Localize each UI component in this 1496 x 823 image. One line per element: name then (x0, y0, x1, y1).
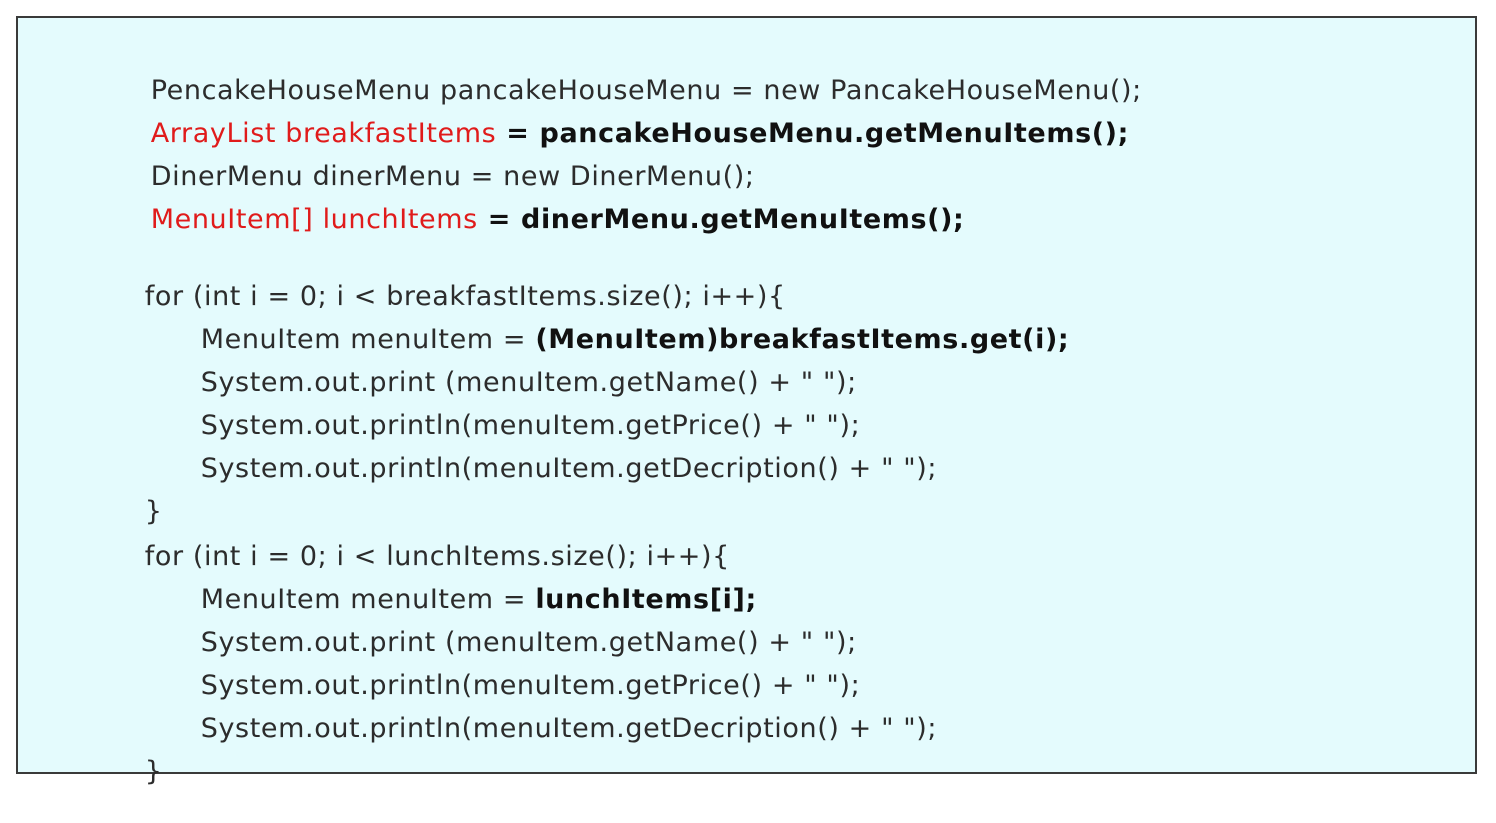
code-segment-bold: = pancakeHouseMenu.getMenuItems(); (496, 118, 1130, 149)
code-segment: MenuItem menuItem = (200, 584, 536, 615)
code-line: ArrayList breakfastItems = pancakeHouseM… (114, 83, 1129, 185)
code-segment-bold: = dinerMenu.getMenuItems(); (477, 204, 965, 235)
code-line: System.out.println(menuItem.getPrice() +… (164, 635, 860, 737)
code-line: PencakeHouseMenu pancakeHouseMenu = new … (114, 40, 1142, 142)
code-segment-highlight: MenuItem[] lunchItems (150, 204, 478, 235)
code-segment: System.out.print (menuItem.getName() + "… (200, 367, 857, 398)
code-segment-bold: (MenuItem)breakfastItems.get(i); (535, 324, 1070, 355)
code-line: System.out.println(menuItem.getDecriptio… (164, 418, 937, 520)
code-line: System.out.println(menuItem.getPrice() +… (164, 375, 860, 477)
code-line: } (108, 461, 163, 563)
code-segment: System.out.println(menuItem.getPrice() +… (200, 670, 861, 701)
code-segment: System.out.print (menuItem.getName() + "… (200, 627, 857, 658)
code-line: DinerMenu dinerMenu = new DinerMenu(); (114, 126, 755, 228)
code-segment: System.out.println(menuItem.getPrice() +… (200, 410, 861, 441)
code-segment: } (144, 756, 163, 787)
code-segment-highlight: ArrayList breakfastItems (150, 118, 497, 149)
code-line: MenuItem[] lunchItems = dinerMenu.getMen… (114, 169, 964, 271)
code-segment: for (int i = 0; i < breakfastItems.size(… (144, 281, 786, 312)
code-segment: for (int i = 0; i < lunchItems.size(); i… (144, 541, 730, 572)
code-segment: DinerMenu dinerMenu = new DinerMenu(); (150, 161, 755, 192)
code-line: System.out.println(menuItem.getDecriptio… (164, 678, 937, 780)
code-segment: PencakeHouseMenu pancakeHouseMenu = new … (150, 75, 1142, 106)
code-segment: MenuItem menuItem = (200, 324, 536, 355)
code-segment-bold: lunchItems[i]; (535, 584, 757, 615)
code-line: for (int i = 0; i < breakfastItems.size(… (108, 246, 786, 348)
code-segment: System.out.println(menuItem.getDecriptio… (200, 713, 938, 744)
code-line: MenuItem menuItem = (MenuItem)breakfastI… (164, 289, 1069, 391)
code-listing: PencakeHouseMenu pancakeHouseMenu = new … (16, 16, 1477, 787)
code-line: System.out.print (menuItem.getName() + "… (164, 332, 857, 434)
code-line: MenuItem menuItem = lunchItems[i]; (164, 549, 757, 651)
code-line: System.out.print (menuItem.getName() + "… (164, 592, 857, 694)
code-segment: } (144, 496, 163, 527)
code-segment: System.out.println(menuItem.getDecriptio… (200, 453, 938, 484)
code-line: } (108, 721, 163, 823)
code-line: for (int i = 0; i < lunchItems.size(); i… (108, 506, 730, 608)
